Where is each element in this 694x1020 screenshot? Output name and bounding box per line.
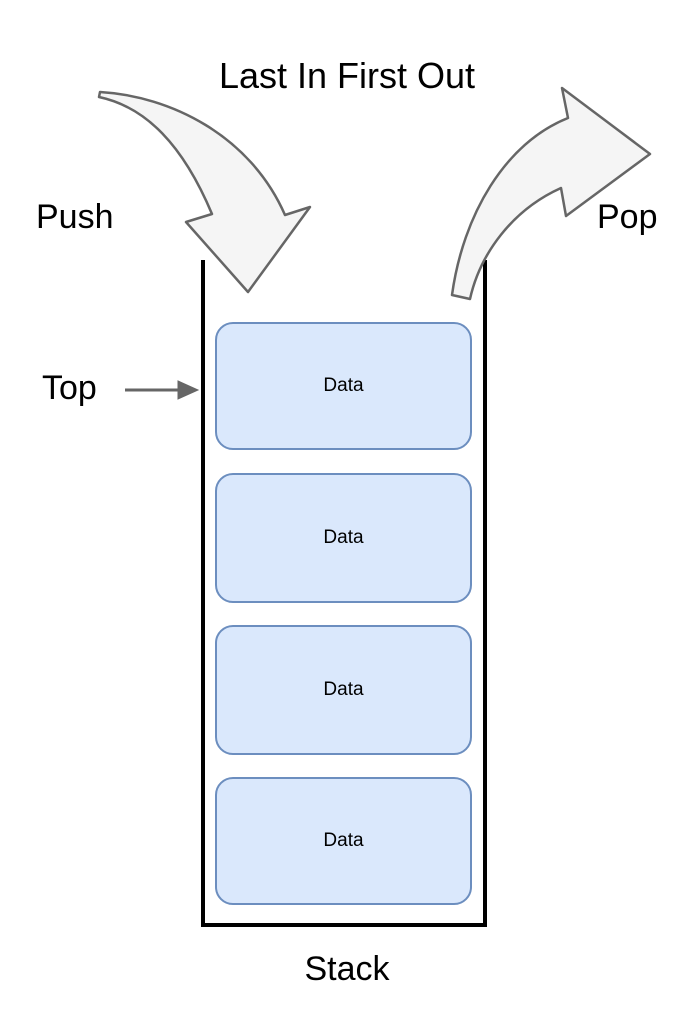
stack-item-label: Data [323, 375, 364, 396]
stack-item-label: Data [323, 830, 364, 851]
stack-container-outline [201, 260, 487, 927]
stack-item[interactable]: Data [215, 625, 472, 755]
stack-item-label: Data [323, 527, 364, 548]
stack-item[interactable]: Data [215, 473, 472, 603]
stack-bottom-label: Stack [304, 950, 390, 988]
stack-item[interactable]: Data [215, 322, 472, 450]
push-label: Push [36, 198, 114, 236]
pop-label: Pop [597, 198, 658, 236]
push-arrow-icon [97, 90, 312, 294]
pop-arrow-icon [450, 86, 652, 301]
top-label: Top [42, 369, 97, 407]
stack-item[interactable]: Data [215, 777, 472, 905]
diagram-title: Last In First Out [218, 55, 476, 96]
stack-item-label: Data [323, 679, 364, 700]
top-pointer-arrow-icon [125, 380, 200, 400]
